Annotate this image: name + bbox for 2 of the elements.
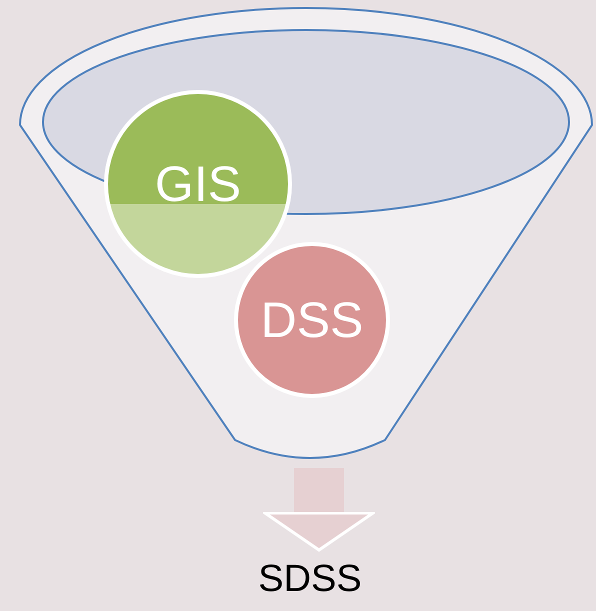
block-arrow [264, 468, 374, 552]
output-label: SDSS [240, 550, 380, 608]
